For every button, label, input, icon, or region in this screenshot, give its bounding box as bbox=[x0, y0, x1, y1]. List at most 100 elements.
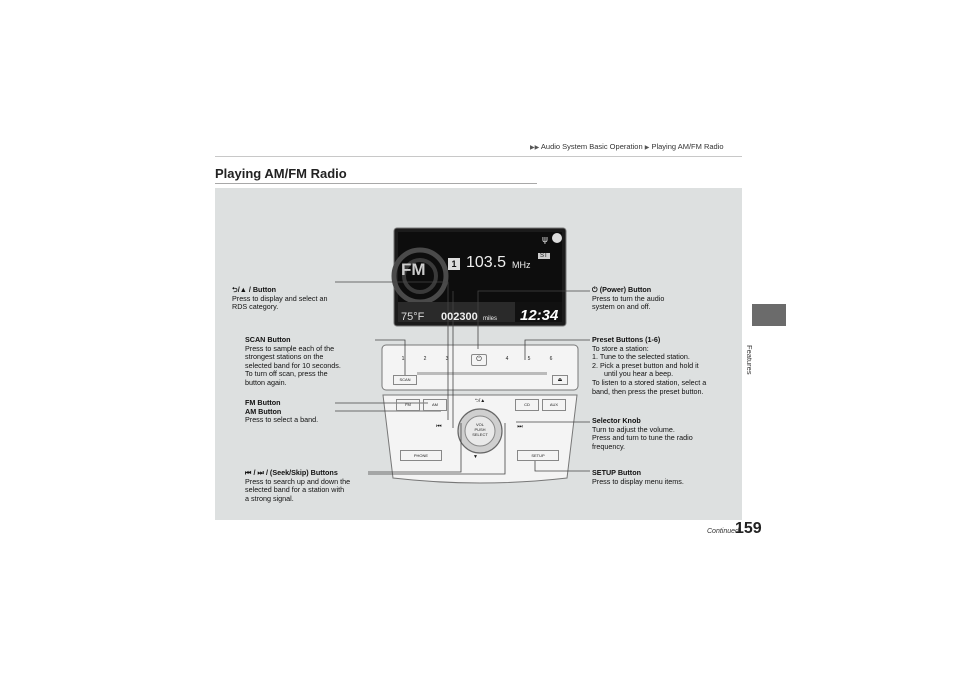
callout-scan-text: button again. bbox=[245, 377, 287, 387]
callout-knob-text: Press and turn to tune the radio bbox=[592, 433, 693, 443]
knob-label-vol: VOL bbox=[475, 422, 484, 427]
usb-icon: ψ bbox=[542, 235, 548, 245]
callout-seek-text: selected band for a station with bbox=[245, 485, 345, 495]
callout-category-title: / Button bbox=[248, 285, 277, 294]
callout-scan-text: strongest stations on the bbox=[245, 352, 324, 362]
fm-button[interactable]: FM bbox=[396, 399, 420, 411]
callout-scan-text: selected band for 10 seconds. bbox=[245, 360, 341, 370]
preset-button-5[interactable]: 5 bbox=[527, 356, 531, 362]
continued-label[interactable]: Continued bbox=[707, 528, 739, 535]
bluetooth-icon bbox=[552, 233, 562, 243]
category-up-icon: ⮌/▲ bbox=[474, 398, 486, 404]
callout-seek-text: a strong signal. bbox=[245, 493, 294, 503]
radio-display bbox=[391, 227, 567, 327]
callout-setup-title: SETUP Button bbox=[592, 468, 641, 477]
odometer-unit: miles bbox=[483, 316, 498, 322]
temperature-readout: 75°F bbox=[401, 311, 425, 323]
breadcrumb-item[interactable]: Audio System Basic Operation bbox=[540, 142, 643, 151]
eject-button[interactable]: ⏏ bbox=[552, 375, 568, 385]
callout-presets-step: until you hear a beep. bbox=[604, 369, 674, 379]
knob-label-push: PUSH bbox=[474, 427, 486, 432]
page-number: 159 bbox=[735, 520, 762, 537]
skip-forward-icon: ⏭ bbox=[517, 424, 523, 430]
preset-row-right: 4 5 6 bbox=[496, 356, 562, 367]
callout-setup: SETUP Button Press to display menu items… bbox=[592, 468, 684, 486]
eject-icon: ⏏ bbox=[557, 377, 563, 383]
preset-row-left: 1 2 3 bbox=[392, 356, 458, 367]
preset-number: 1 bbox=[448, 258, 460, 270]
power-button[interactable]: ⏻ bbox=[471, 354, 487, 366]
audio-unit-illustration: ψ bbox=[335, 227, 590, 484]
power-icon: ⏻ bbox=[476, 356, 482, 363]
callout-power: ⏻ (Power) Button Press to turn the audio… bbox=[592, 285, 665, 312]
callout-power-text: Press to turn the audio bbox=[592, 293, 665, 303]
preset-button-2[interactable]: 2 bbox=[423, 356, 427, 362]
chapter-label: Features bbox=[745, 345, 754, 375]
callout-scan-text: Press to sample each of the bbox=[245, 343, 335, 353]
seek-icons: ⏮ / ⏭ bbox=[245, 468, 266, 477]
breadcrumb: ▶▶ Audio System Basic Operation ▶ Playin… bbox=[530, 142, 724, 151]
callout-fm-am: FM Button AM Button Press to select a ba… bbox=[245, 398, 319, 425]
breadcrumb-arrow-icon: ▶ bbox=[644, 145, 650, 151]
callout-scan-title: SCAN Button bbox=[245, 335, 291, 344]
callout-knob-title: Selector Knob bbox=[592, 416, 641, 425]
knob-label-select: SELECT bbox=[472, 432, 488, 437]
callout-scan: SCAN Button Press to sample each of the … bbox=[245, 335, 341, 388]
category-button[interactable]: ⮌/▲ bbox=[471, 398, 489, 406]
callout-seek: ⏮ / ⏭ / (Seek/Skip) Buttons Press to sea… bbox=[245, 468, 351, 503]
preset-button-4[interactable]: 4 bbox=[505, 356, 509, 362]
chapter-tab[interactable] bbox=[752, 304, 786, 326]
preset-button-6[interactable]: 6 bbox=[549, 356, 553, 362]
stereo-indicator: ST bbox=[538, 253, 550, 259]
setup-button[interactable]: SETUP bbox=[517, 450, 559, 461]
callout-knob-text: Turn to adjust the volume. bbox=[592, 424, 675, 434]
seek-down-button[interactable]: ⏮ bbox=[428, 424, 450, 436]
callout-presets-text: To store a station: bbox=[592, 343, 649, 353]
down-arrow-icon: ▼ bbox=[473, 454, 478, 460]
callout-category-text: Press to display and select an bbox=[232, 293, 328, 303]
seek-up-button[interactable]: ⏭ bbox=[509, 424, 531, 436]
frequency-unit: MHz bbox=[512, 260, 531, 270]
clock-readout: 12:34 bbox=[520, 307, 559, 324]
callout-category: ⮌/▲ / Button Press to display and select… bbox=[232, 285, 328, 312]
frequency-readout: 103.5 bbox=[466, 254, 507, 271]
callout-presets-title: Preset Buttons (1-6) bbox=[592, 335, 661, 344]
callout-seek-text: Press to search up and down the bbox=[245, 476, 351, 486]
phone-button[interactable]: PHONE bbox=[400, 450, 442, 461]
title-underline bbox=[215, 183, 537, 184]
odometer-readout: 002300 bbox=[441, 311, 478, 323]
callout-knob: Selector Knob Turn to adjust the volume.… bbox=[592, 416, 693, 451]
scan-button[interactable]: SCAN bbox=[393, 375, 417, 385]
category-icon: ⮌/▲ bbox=[232, 285, 249, 294]
skip-back-icon: ⏮ bbox=[436, 424, 442, 430]
callout-power-text: system on and off. bbox=[592, 302, 651, 312]
callout-scan-text: To turn off scan, press the bbox=[245, 369, 328, 379]
callout-am-title: AM Button bbox=[245, 406, 282, 416]
page-title: Playing AM/FM Radio bbox=[215, 166, 347, 181]
preset-button-3[interactable]: 3 bbox=[445, 356, 449, 362]
callout-presets-step: 2. Pick a preset button and hold it bbox=[592, 360, 699, 370]
header-divider bbox=[215, 156, 742, 157]
callout-power-title: (Power) Button bbox=[599, 285, 652, 294]
cd-button[interactable]: CD bbox=[515, 399, 539, 411]
callout-fm-am-text: Press to select a band. bbox=[245, 415, 319, 425]
aux-button[interactable]: AUX bbox=[542, 399, 566, 411]
callout-category-text: RDS category. bbox=[232, 302, 279, 312]
breadcrumb-arrow-icon: ▶▶ bbox=[530, 145, 540, 151]
band-indicator: FM bbox=[401, 260, 426, 279]
callout-presets: Preset Buttons (1-6) To store a station:… bbox=[592, 335, 707, 396]
preset-button-1[interactable]: 1 bbox=[401, 356, 405, 362]
callout-presets-text: band, then press the preset button. bbox=[592, 386, 704, 396]
callout-presets-step: 1. Tune to the selected station. bbox=[592, 352, 690, 362]
callout-setup-text: Press to display menu items. bbox=[592, 476, 684, 486]
control-panel bbox=[381, 344, 579, 484]
callout-seek-title: / (Seek/Skip) Buttons bbox=[265, 468, 338, 477]
am-button[interactable]: AM bbox=[423, 399, 447, 411]
category-down-button[interactable]: ▼ bbox=[473, 454, 478, 460]
callout-presets-text: To listen to a stored station, select a bbox=[592, 377, 707, 387]
power-icon: ⏻ bbox=[592, 285, 600, 294]
selector-knob[interactable]: VOL PUSH SELECT bbox=[467, 422, 493, 437]
breadcrumb-item[interactable]: Playing AM/FM Radio bbox=[651, 142, 724, 151]
callout-knob-text: frequency. bbox=[592, 441, 626, 451]
leader-lines bbox=[335, 281, 590, 475]
